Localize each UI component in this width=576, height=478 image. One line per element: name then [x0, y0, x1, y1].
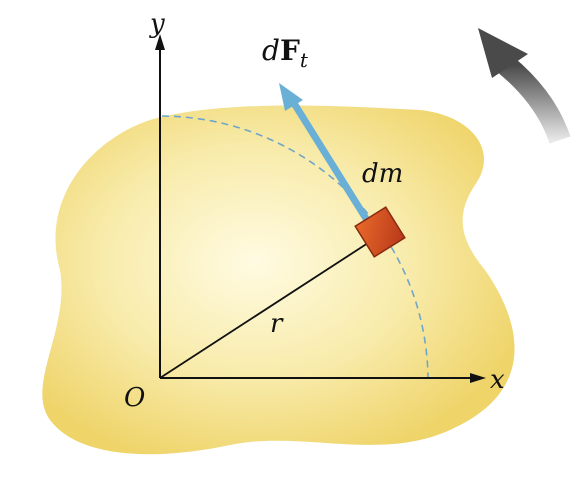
- force-label-prefix: d: [262, 34, 280, 67]
- force-label-subscript: t: [300, 48, 309, 72]
- force-arrow: [288, 96, 374, 229]
- rotation-arrow-icon: [478, 28, 571, 144]
- x-axis-arrowhead: [470, 373, 486, 383]
- radius-line: [159, 242, 369, 379]
- mass-element-label: dm: [362, 159, 403, 189]
- y-axis-arrowhead: [155, 34, 165, 50]
- rigid-body: [42, 105, 515, 455]
- force-label-symbol: F: [280, 34, 300, 67]
- force-arrowhead: [279, 83, 303, 111]
- force-label: dFt: [262, 34, 309, 72]
- y-axis-label: y: [149, 9, 165, 39]
- origin-label: O: [124, 383, 145, 413]
- radius-label: r: [270, 309, 284, 339]
- x-axis-label: x: [490, 365, 505, 395]
- mass-element-block: [354, 206, 406, 258]
